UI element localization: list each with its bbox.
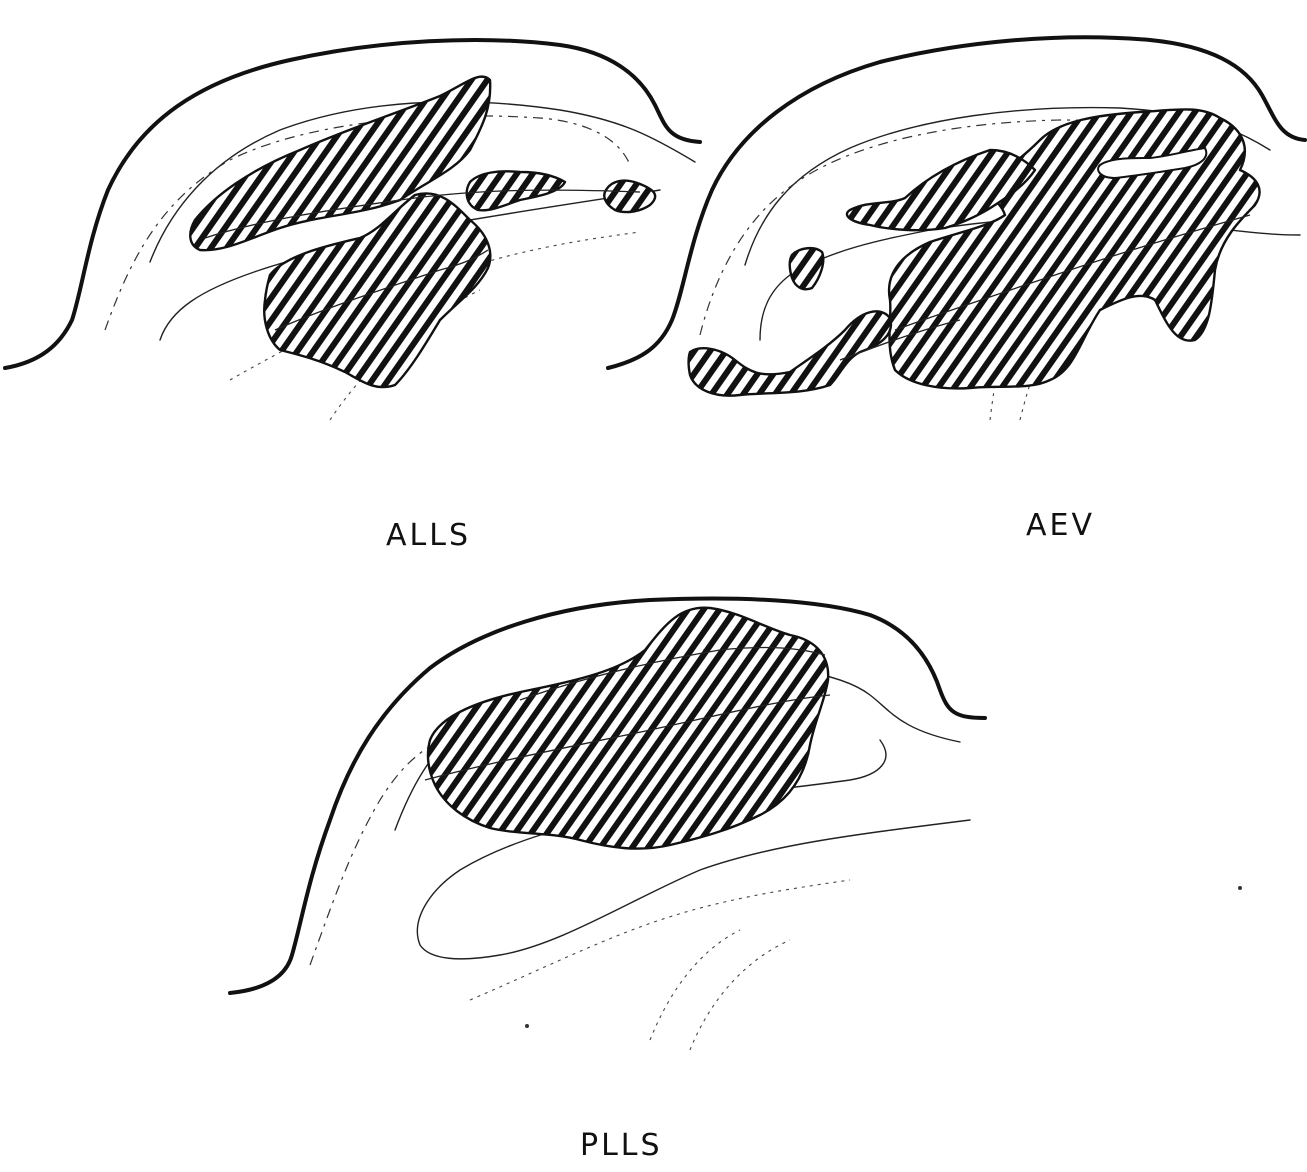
speck-mark: [1238, 886, 1242, 890]
plls-lesion: [428, 608, 828, 849]
panel-alls-section: [5, 40, 700, 420]
plls-lower-contour: [470, 880, 850, 1000]
panel-aev-section: [608, 37, 1305, 420]
panel-label-aev: AEV: [1026, 508, 1095, 543]
plls-lower-contour-3: [690, 940, 790, 1050]
panel-plls-section: [230, 599, 985, 1050]
panel-label-alls: ALLS: [386, 518, 471, 553]
alls-lesion-4: [604, 181, 655, 212]
aev-lesion-small: [790, 248, 824, 289]
plls-lower-contour-2: [650, 930, 740, 1040]
speck-mark: [525, 1024, 529, 1028]
aev-lesion-lower: [689, 311, 891, 395]
panel-label-plls: PLLS: [580, 1128, 663, 1163]
